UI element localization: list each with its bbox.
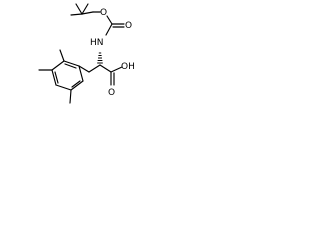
bond-carbonyl-carbon-nitrogen bbox=[105, 23, 113, 36]
bond-alpha-carbon-carboxyl bbox=[99, 64, 112, 73]
bond-carboxyl-hydroxyl bbox=[110, 66, 123, 73]
ring-inner-double-1 bbox=[64, 63, 77, 69]
ring-bond-5 bbox=[70, 80, 84, 91]
carbonyl-oxygen-label: O bbox=[125, 21, 132, 31]
methyl-ortho-bottom bbox=[69, 89, 72, 104]
carbamate-group bbox=[105, 15, 125, 36]
bond-tbu-quaternary-top-left bbox=[75, 3, 83, 15]
ring-inner-double-2 bbox=[54, 71, 59, 84]
carboxylic-acid-group bbox=[110, 66, 123, 86]
nitrogen-label: HN bbox=[90, 38, 104, 48]
alpha-carbon bbox=[88, 52, 112, 73]
bond-tbu-quaternary-right bbox=[81, 11, 94, 15]
mesityl-ring bbox=[51, 60, 84, 91]
ring-bond-3 bbox=[51, 69, 57, 86]
methyl-ortho-top bbox=[59, 49, 65, 62]
tert-butyl-group bbox=[70, 3, 101, 16]
hydroxyl-label: OH bbox=[121, 62, 135, 72]
bond-alpha-carbon-methylene bbox=[88, 64, 101, 73]
bond-tbu-quaternary-top-right bbox=[81, 3, 89, 15]
ring-inner-double-3 bbox=[71, 80, 81, 88]
chemical-structure-diagram: O O HN O OH bbox=[38, 3, 135, 104]
acid-oxygen-label: O bbox=[108, 88, 115, 98]
ring-bond-6 bbox=[78, 65, 84, 82]
ring-bond-1 bbox=[63, 60, 80, 67]
bond-oxygen-carbonyl-carbon bbox=[106, 15, 113, 25]
ring-bond-4 bbox=[55, 84, 72, 91]
ring-bond-2 bbox=[51, 60, 65, 71]
bond-tbu-quaternary-left bbox=[70, 13, 83, 16]
bond-methylene-ring bbox=[78, 65, 90, 73]
ether-oxygen-label: O bbox=[100, 8, 107, 18]
